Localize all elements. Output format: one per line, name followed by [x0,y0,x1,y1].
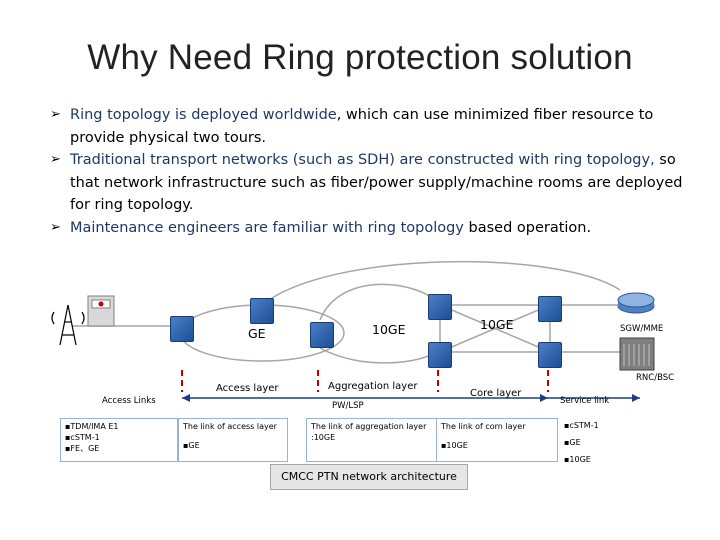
pw-lsp-label: PW/LSP [332,401,364,411]
router-icon [250,298,274,324]
box-line: ▪TDM/IMA E1 [65,422,119,431]
box-line: ▪cSTM-1 [564,421,599,430]
box-line: ▪10GE [564,455,591,464]
bullet-item: ➢ Maintenance engineers are familiar wit… [50,217,700,240]
core-mesh [439,304,628,353]
box-line: The link of access layer [183,422,277,431]
rnc-rack-icon [619,337,655,371]
ring-10ge-left-label: 10GE [372,322,406,337]
bullet-highlight: Ring topology is deployed worldwide [70,107,337,123]
bullet-item: ➢ Traditional transport networks (such a… [50,149,700,217]
access-links-box: ▪TDM/IMA E1 ▪cSTM-1 ▪FE、GE [60,418,178,462]
service-box: ▪cSTM-1 ▪GE ▪10GE [564,420,599,465]
box-line: The link of aggregation layer :10GE [311,422,427,442]
arrow-bullet-icon: ➢ [50,107,61,122]
diagram-caption: CMCC PTN network architecture [270,464,468,490]
arrow-bullet-icon: ➢ [50,152,61,167]
core-layer-label: Core layer [470,388,522,399]
box-line: ▪10GE [441,441,468,450]
service-link-label: Service link [560,396,610,406]
bullet-highlight: Maintenance engineers are familiar with … [70,219,464,236]
bullet-text: , which can use minimized fiber resource… [70,107,654,146]
bullet-text: based operation. [463,219,592,236]
pw-lsp-arrow-left [182,394,190,402]
router-icon [310,322,334,348]
aggregation-layer-label: Aggregation layer [328,381,418,392]
arrow-bullet-icon: ➢ [50,219,61,235]
core-arc [261,260,621,306]
router-icon [538,296,562,322]
core-box: The link of corn layer ▪10GE [436,418,558,462]
router-icon [538,342,562,368]
access-links-label: Access Links [102,396,156,406]
ring-10ge-right-label: 10GE [480,317,514,332]
aggregation-box: The link of aggregation layer :10GE [306,418,438,462]
sgw-mme-label: SGW/MME [620,324,664,334]
box-line: ▪cSTM-1 [65,433,100,442]
access-layer-label: Access layer [216,383,279,394]
box-line: The link of corn layer [441,422,526,431]
bullet-text: so that network infrastructure such as f… [70,152,683,213]
bullet-list: ➢ Ring topology is deployed worldwide, w… [50,104,700,239]
box-line: ▪FE、GE [65,444,100,453]
box-line: ▪GE [183,441,200,450]
bullet-highlight: Traditional transport networks (such as … [70,152,655,168]
ring-ge-label: GE [248,326,266,341]
pw-lsp-arrow-right [540,394,548,402]
bullet-item: ➢ Ring topology is deployed worldwide, w… [50,104,700,149]
service-link-arrow [632,394,640,402]
box-line: ▪GE [564,438,581,447]
router-icon [428,342,452,368]
access-layer-box: The link of access layer ▪GE [178,418,288,462]
router-icon [428,294,452,320]
rnc-bsc-label: RNC/BSC [636,373,675,383]
router-icon [170,316,194,342]
slide-title: Why Need Ring protection solution [87,38,633,77]
cell-tower-icon [51,304,85,346]
